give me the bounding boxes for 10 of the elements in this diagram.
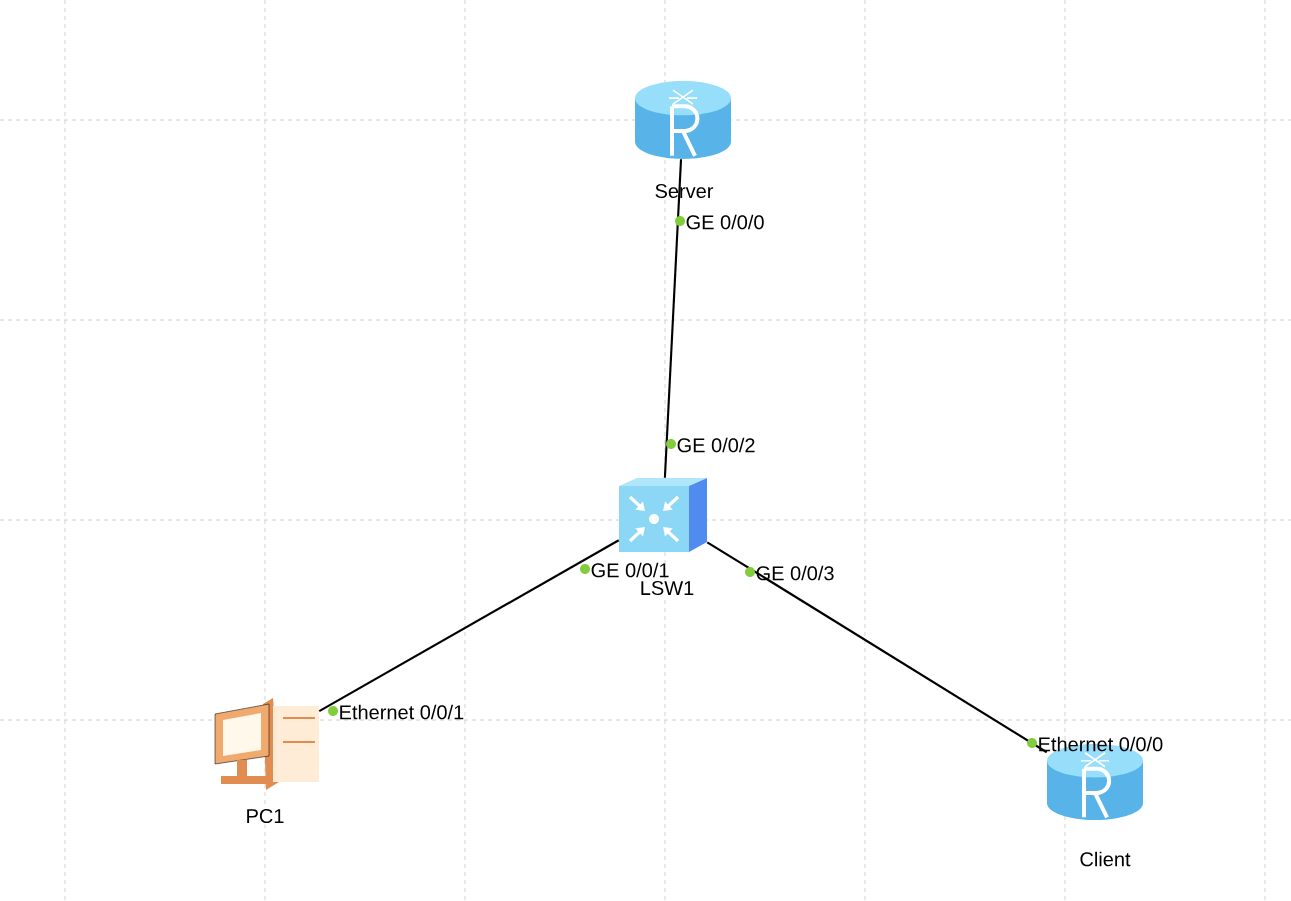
cable-line — [663, 159, 683, 478]
port-label: Ethernet 0/0/1 — [340, 704, 464, 720]
cable-line — [318, 539, 620, 713]
cable-line — [706, 541, 1048, 754]
port-label: GE 0/0/2 — [677, 437, 755, 453]
port-label: GE 0/0/3 — [756, 565, 834, 581]
port-label: GE 0/0/1 — [591, 562, 669, 578]
device-label: Client — [1078, 850, 1132, 868]
port-label: Ethernet 0/0/0 — [1039, 736, 1163, 752]
port-label: GE 0/0/0 — [686, 214, 764, 230]
